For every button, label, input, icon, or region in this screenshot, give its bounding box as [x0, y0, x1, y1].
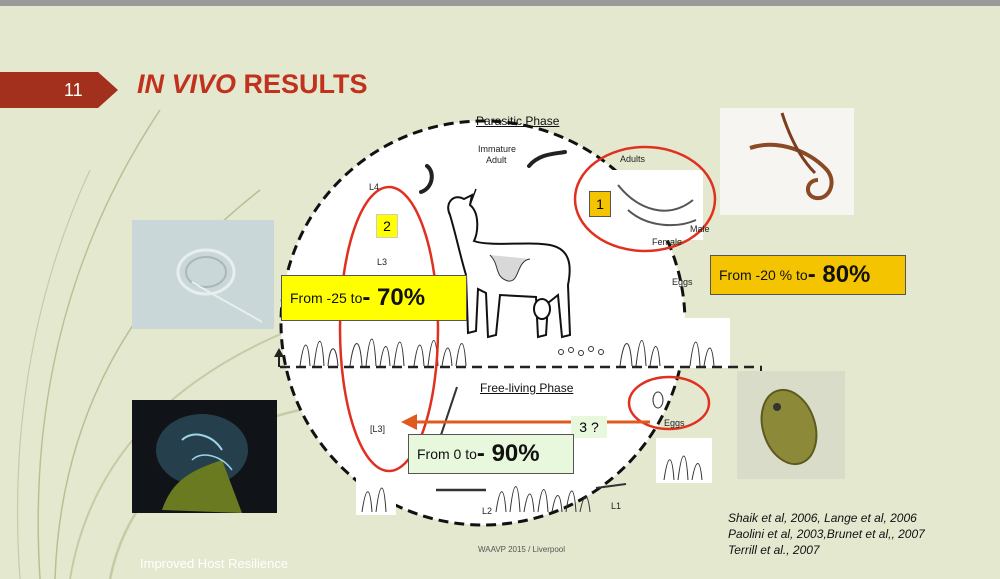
- result-2-value: - 70%: [362, 284, 425, 312]
- slide-number: 11: [64, 80, 83, 101]
- label-adult: Adult: [486, 155, 507, 165]
- reference-2: Paolini et al, 2003,Brunet et al,, 2007: [728, 526, 925, 542]
- marker-2: 2: [376, 214, 398, 238]
- marker-3: 3 ?: [571, 416, 607, 438]
- cycle-arrow: [270, 340, 770, 385]
- label-eggs-lower: Eggs: [664, 418, 685, 428]
- title-rest: RESULTS: [236, 69, 368, 99]
- footer-conference: WAAVP 2015 / Liverpool: [478, 545, 565, 554]
- slide-title: IN VIVO RESULTS: [137, 69, 368, 100]
- reference-1: Shaik et al, 2006, Lange et al, 2006: [728, 510, 925, 526]
- result-box-3: From 0 to - 90%: [408, 434, 574, 474]
- marker-1: 1: [589, 191, 611, 217]
- parasitic-phase-label: Parasitic Phase: [476, 114, 559, 128]
- label-l1: L1: [611, 501, 621, 511]
- label-immature: Immature: [478, 144, 516, 154]
- result-1-value: - 80%: [808, 261, 871, 289]
- label-male: Male: [690, 224, 710, 234]
- reference-3: Terrill et al., 2007: [728, 542, 925, 558]
- title-italic: IN VIVO: [137, 69, 236, 99]
- label-female: Female: [652, 237, 682, 247]
- result-box-2: From -25 to - 70%: [281, 275, 467, 321]
- label-eggs-upper: Eggs: [672, 277, 693, 287]
- l3-arrow: [395, 410, 655, 435]
- photo-adult-worm: [720, 108, 854, 215]
- photo-larva-droplet: [132, 400, 277, 513]
- label-l3-lower: [L3]: [370, 424, 385, 434]
- result-3-prefix: From 0 to: [417, 446, 477, 462]
- label-adults: Adults: [620, 154, 645, 164]
- label-l4: L4: [369, 182, 379, 192]
- photo-larva: [132, 220, 274, 329]
- photo-egg: [737, 371, 845, 479]
- references: Shaik et al, 2006, Lange et al, 2006 Pao…: [728, 510, 925, 558]
- result-2-prefix: From -25 to: [290, 290, 362, 306]
- label-l2: L2: [482, 506, 492, 516]
- label-l3-upper: L3: [377, 257, 387, 267]
- result-3-value: - 90%: [477, 440, 540, 468]
- free-living-phase-label: Free-living Phase: [480, 381, 573, 395]
- result-1-prefix: From -20 % to: [719, 267, 808, 283]
- footer-left-text: Improved Host Resilience: [140, 556, 288, 571]
- result-box-1: From -20 % to - 80%: [710, 255, 906, 295]
